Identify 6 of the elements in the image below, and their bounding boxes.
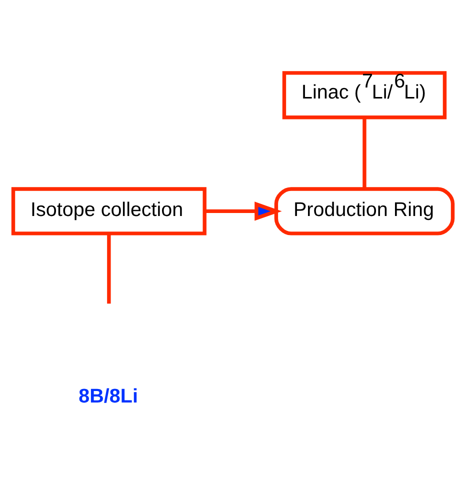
arrow [204,202,282,221]
node-box: Production Ring [274,187,455,236]
connector [107,234,111,304]
label: 8B/8Li [78,385,138,408]
node-box: Isotope collection [11,187,206,236]
connector [362,118,366,189]
